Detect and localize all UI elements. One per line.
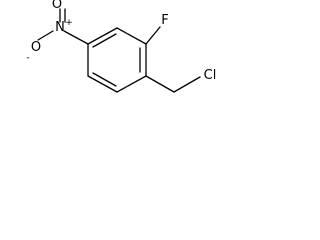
nitrogen-charge: +	[65, 18, 73, 28]
ring-bond-c6-c1	[87, 75, 118, 93]
oxygen-left-charge: -	[26, 53, 29, 63]
nitrogen-label: N	[55, 20, 65, 35]
ring-bond-c2-c3-inner	[92, 33, 117, 48]
chlorine-label: Cl	[204, 68, 217, 83]
structure-diagram: O N + O - F Cl	[26, 0, 217, 93]
bond-ring-to-fluorine	[145, 26, 161, 45]
ring-bond-c5-c6	[116, 75, 147, 93]
bond-nitrogen-oxygen-left	[37, 30, 54, 41]
bond-ch2-to-chlorine	[173, 76, 201, 93]
nitro-group: O N + O -	[26, 0, 89, 63]
fluoro-group: F	[145, 13, 169, 45]
bond-ring-to-ch2	[145, 75, 175, 93]
oxygen-left-label: O	[31, 40, 41, 55]
ring-bond-c3-c4	[116, 27, 147, 45]
fluorine-label: F	[161, 13, 168, 28]
ring-bond-c2-c3	[87, 27, 118, 45]
ring-bond-c6-c1-inner	[92, 72, 117, 87]
bond-ring-to-nitrogen	[63, 30, 89, 45]
oxygen-top-label: O	[52, 0, 62, 12]
chloromethyl-group: Cl	[145, 68, 217, 93]
benzene-ring	[87, 27, 147, 93]
